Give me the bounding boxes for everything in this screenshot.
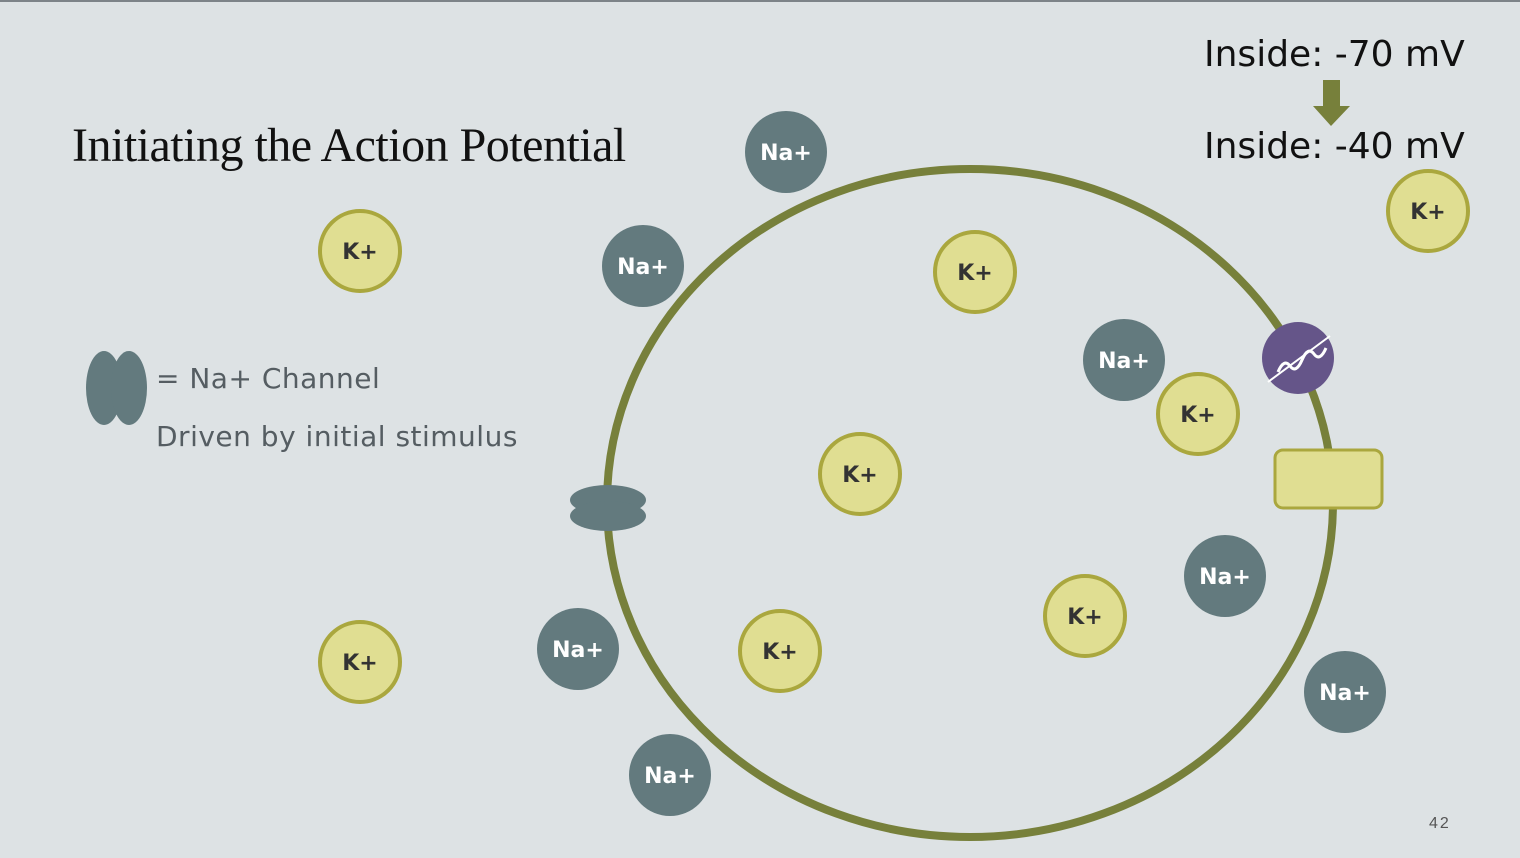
potassium-ion-label: K+ bbox=[957, 261, 992, 286]
sodium-ion: Na+ bbox=[629, 734, 711, 816]
sodium-ion-label: Na+ bbox=[760, 141, 812, 166]
slide-number: 42 bbox=[1429, 815, 1451, 832]
sodium-ion-label: Na+ bbox=[644, 764, 696, 789]
potassium-ion: K+ bbox=[738, 609, 822, 693]
potassium-ion: K+ bbox=[1386, 169, 1470, 253]
down-arrow-icon bbox=[1313, 80, 1350, 126]
sodium-ion-label: Na+ bbox=[617, 255, 669, 280]
sodium-channel bbox=[570, 485, 646, 531]
sodium-ion-label: Na+ bbox=[1098, 349, 1150, 374]
voltage-after: Inside: -40 mV bbox=[1204, 126, 1465, 167]
potassium-ion: K+ bbox=[933, 230, 1017, 314]
sodium-ion: Na+ bbox=[1083, 319, 1165, 401]
sodium-ion: Na+ bbox=[1304, 651, 1386, 733]
slide-title: Initiating the Action Potential bbox=[72, 119, 626, 172]
potassium-ion: K+ bbox=[1043, 574, 1127, 658]
sodium-ion: Na+ bbox=[602, 225, 684, 307]
sodium-ion: Na+ bbox=[1184, 535, 1266, 617]
potassium-ion-label: K+ bbox=[342, 651, 377, 676]
sodium-ion-label: Na+ bbox=[552, 638, 604, 663]
potassium-ion: K+ bbox=[318, 209, 402, 293]
potassium-ion-label: K+ bbox=[1410, 200, 1445, 225]
potassium-ion: K+ bbox=[1156, 372, 1240, 456]
sodium-ion: Na+ bbox=[537, 608, 619, 690]
legend-label: = Na+ Channel bbox=[156, 362, 381, 395]
potassium-channel bbox=[1273, 448, 1384, 510]
sodium-ion-label: Na+ bbox=[1319, 681, 1371, 706]
potassium-ion-label: K+ bbox=[342, 240, 377, 265]
legend-note: Driven by initial stimulus bbox=[156, 420, 518, 453]
top-border bbox=[0, 0, 1520, 2]
legend-channel-icon bbox=[86, 351, 147, 425]
sodium-potassium-pump-icon bbox=[1262, 322, 1334, 394]
potassium-ion: K+ bbox=[318, 620, 402, 704]
sodium-ion-label: Na+ bbox=[1199, 565, 1251, 590]
potassium-ion-label: K+ bbox=[842, 463, 877, 488]
potassium-ion: K+ bbox=[818, 432, 902, 516]
potassium-ion-label: K+ bbox=[1067, 605, 1102, 630]
sodium-ion: Na+ bbox=[745, 111, 827, 193]
potassium-ion-label: K+ bbox=[762, 640, 797, 665]
potassium-ion-label: K+ bbox=[1180, 403, 1215, 428]
voltage-before: Inside: -70 mV bbox=[1204, 34, 1465, 75]
